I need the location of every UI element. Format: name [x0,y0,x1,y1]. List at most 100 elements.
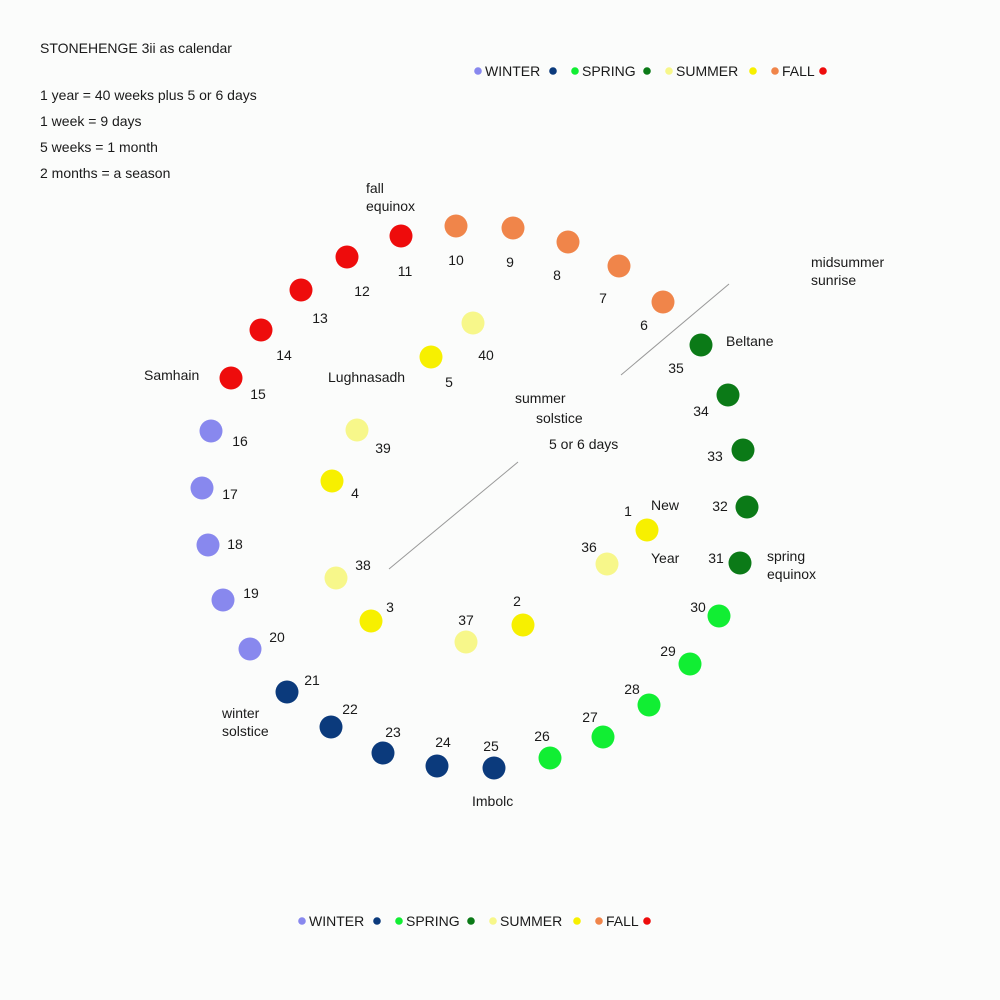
note-season-length: 2 months = a season [40,165,171,181]
week-number: 18 [227,536,243,552]
annotation-line: Lughnasadh [328,369,405,385]
week-dot [689,333,713,357]
legend-label: FALL [782,63,815,79]
note-week-length: 1 week = 9 days [40,113,142,129]
week-number: 3 [386,599,394,615]
week-number: 24 [435,734,451,750]
week-number: 35 [668,360,684,376]
week-dot [728,551,752,575]
week-marker: 30 [690,599,731,628]
week-dot [359,609,383,633]
week-marker: 24 [425,734,451,778]
week-number: 39 [375,440,391,456]
week-dot [275,680,299,704]
week-dot [199,419,223,443]
week-number: 17 [222,486,238,502]
legend-dot-light [571,67,579,75]
week-dot [707,604,731,628]
week-marker: 14 [249,318,292,363]
week-number: 8 [553,267,561,283]
week-marker: 28 [624,681,661,717]
week-number: 14 [276,347,292,363]
week-number: 40 [478,347,494,363]
week-marker: 7 [599,254,631,306]
week-marker: 32 [712,495,759,519]
week-dot [319,715,343,739]
week-dot [511,613,535,637]
legend-item-spring: SPRING [571,63,651,79]
week-dot [556,230,580,254]
week-number: 36 [581,539,597,555]
week-marker: 26 [534,728,562,770]
midsummer-sunrise-line [620,283,730,376]
week-marker: 17 [190,476,238,502]
week-marker: 8 [553,230,580,283]
week-dot [454,630,478,654]
annotation-line: solstice [222,723,269,739]
week-number: 21 [304,672,320,688]
annotation-imbolc: Imbolc [472,793,513,809]
week-dot [211,588,235,612]
week-number: 38 [355,557,371,573]
week-marker: 12 [335,245,370,299]
week-dot [425,754,449,778]
week-number: 26 [534,728,550,744]
week-dot [320,469,344,493]
week-number: 29 [660,643,676,659]
week-number: 4 [351,485,359,501]
solstice-axis-line [388,461,519,570]
annotation-line: spring [767,548,805,564]
legend-dot-dark [819,67,827,75]
sightlines [388,283,730,570]
legend-item-summer: SUMMER [489,913,581,929]
week-number: 2 [513,593,521,609]
week-marker: 6 [640,290,675,333]
week-number: 25 [483,738,499,754]
week-marker: 29 [660,643,702,676]
annotation-line: New [651,497,680,513]
week-number: 27 [582,709,598,725]
week-dot [196,533,220,557]
week-marker: 20 [238,629,285,661]
legend-item-summer: SUMMER [665,63,757,79]
legend-dot-light [474,67,482,75]
week-dot [324,566,348,590]
week-dot [635,518,659,542]
week-dot [595,552,619,576]
week-dot [249,318,273,342]
annotations: fallequinoxmidsummersunriseBeltaneSamhai… [144,180,884,809]
week-dot [637,693,661,717]
week-dot [678,652,702,676]
week-dot [238,637,262,661]
week-marker: 22 [319,701,358,739]
legend-dot-light [395,917,403,925]
note-year-length: 1 year = 40 weeks plus 5 or 6 days [40,87,257,103]
annotation-line: Samhain [144,367,199,383]
annotation-line: equinox [366,198,415,214]
week-number: 10 [448,252,464,268]
legend-dot-dark [549,67,557,75]
week-marker: 39 [345,418,391,456]
week-marker: 27 [582,709,615,749]
legend-item-spring: SPRING [395,913,475,929]
week-marker: 2 [511,593,535,637]
week-dot [389,224,413,248]
week-number: 22 [342,701,358,717]
annotation-line: sunrise [811,272,856,288]
week-marker: 31 [708,550,752,575]
week-marker: 37 [454,612,478,654]
week-dot [345,418,369,442]
week-number: 7 [599,290,607,306]
week-marker: 33 [707,438,755,464]
legend-dot-dark [749,67,757,75]
week-dot [501,216,525,240]
week-marker: 11 [389,224,413,279]
week-number: 31 [708,550,724,566]
legend-dot-dark [467,917,475,925]
week-dot [289,278,313,302]
legend-dot-light [489,917,497,925]
